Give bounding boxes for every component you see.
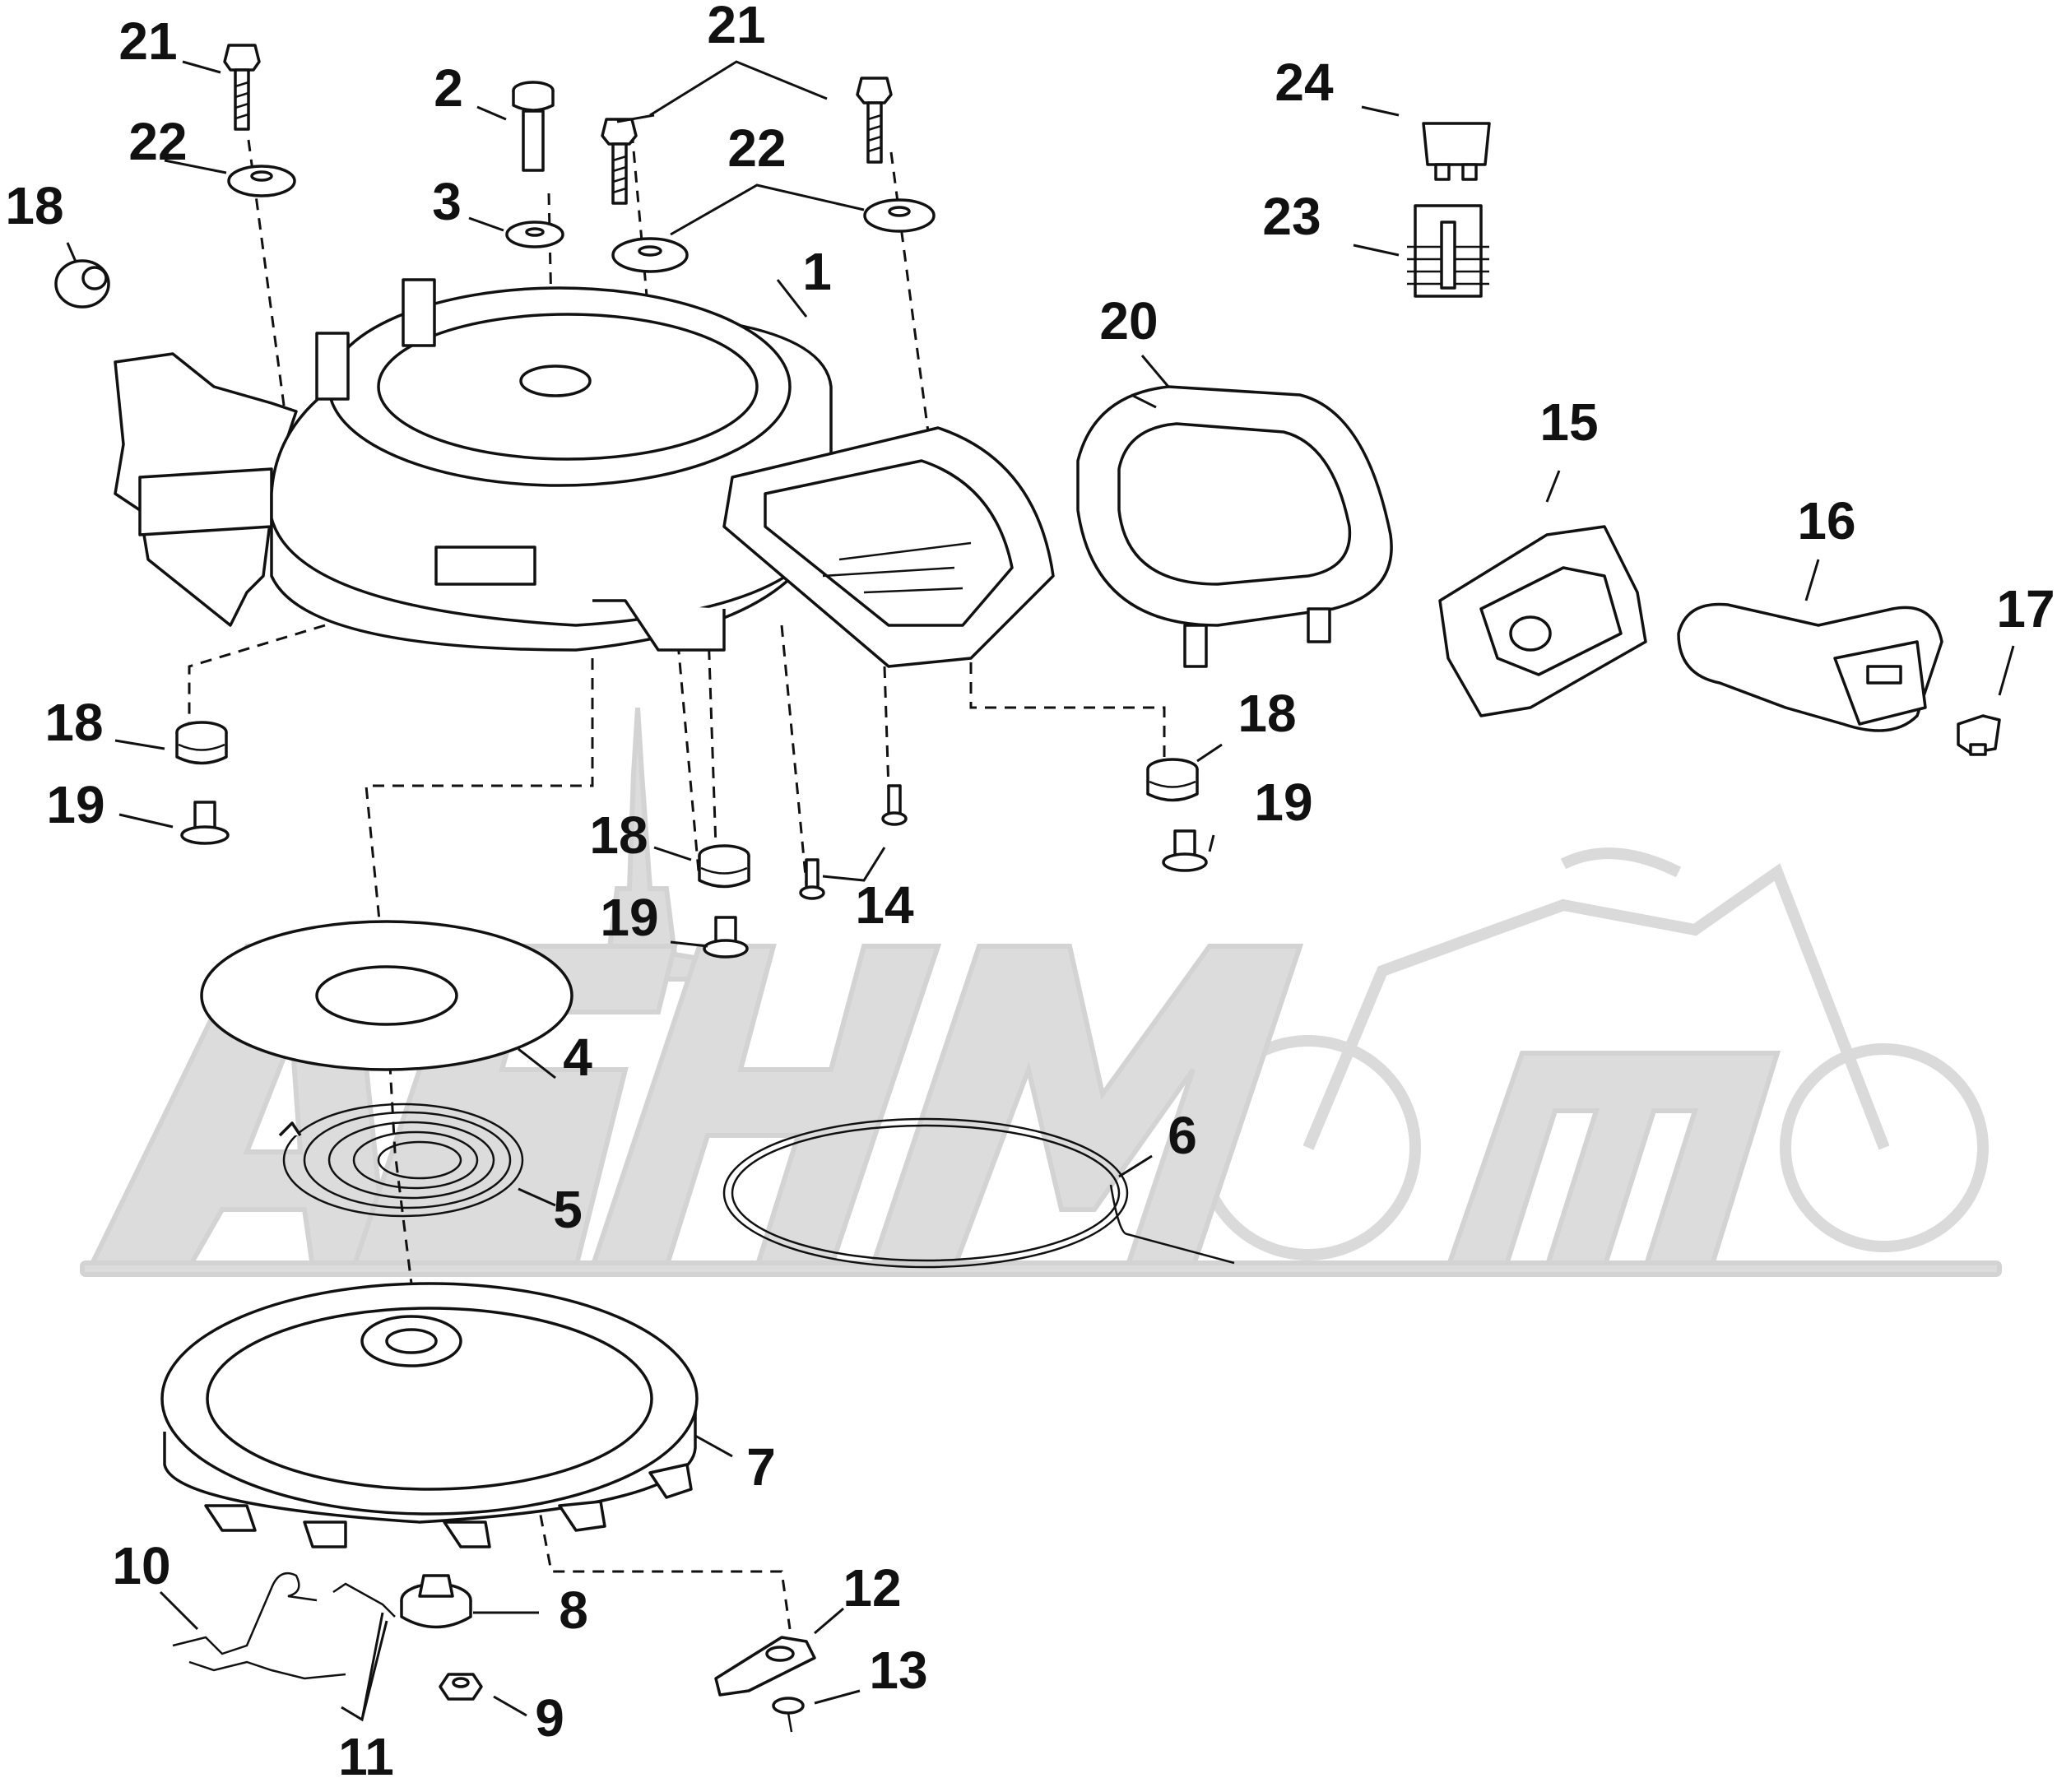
callout-19-left: 19 [46,775,104,834]
callout-5: 5 [553,1180,583,1239]
bolt-21-right [856,77,893,164]
callout-17: 17 [1996,579,2055,638]
bushing-19-left [180,801,230,845]
callout-22-left: 22 [128,112,187,171]
callout-9: 9 [535,1688,564,1748]
handle-insert-15 [1438,525,1647,717]
callout-15: 15 [1539,392,1598,452]
grommet-18-middle [698,844,750,889]
starter-rope-6 [722,1117,1235,1269]
ratchet-8 [400,1574,472,1629]
starter-housing-1 [114,278,1055,668]
callout-labels: 21 2 21 24 22 22 3 22 23 18 1 20 15 16 1… [5,0,2055,1786]
callout-19-right: 19 [1254,773,1312,832]
callout-12: 12 [843,1558,901,1618]
spring-wire-10 [172,1571,346,1680]
callout-16: 16 [1797,491,1855,550]
callout-7: 7 [746,1437,776,1497]
callout-1: 1 [802,242,832,301]
pulley-7 [160,1282,699,1548]
recoil-spring-5 [278,1103,524,1218]
callout-18-right: 18 [1237,684,1296,743]
spring-cover-4 [200,920,573,1071]
handle-frame-20 [1076,385,1393,668]
callout-6: 6 [1168,1106,1197,1165]
callout-24: 24 [1275,53,1334,112]
callout-2: 2 [434,58,463,118]
grommet-18-left [175,721,228,765]
callout-4: 4 [563,1028,592,1087]
bolt-21-left [223,44,261,131]
handle-grip-16 [1677,602,1943,732]
callout-19-middle: 19 [600,888,658,947]
clip-spring-11 [332,1582,396,1618]
retainer-13 [772,1697,805,1733]
callout-18-top-left: 18 [5,176,63,235]
grommet-18-top-left [54,259,110,309]
callout-3: 3 [432,172,462,231]
clip-17 [1957,714,2001,756]
bushing-19-right [1162,829,1208,872]
screws-14 [799,784,908,900]
callout-13: 13 [869,1641,927,1700]
callout-23: 23 [1262,187,1321,246]
nut-9 [439,1673,483,1701]
callout-14: 14 [855,875,914,935]
callout-18-left: 18 [44,693,103,752]
callout-21-top: 21 [707,0,765,54]
leader-lines [66,60,2015,1722]
callout-21-left: 21 [118,12,177,71]
callout-18-middle: 18 [589,805,648,865]
callout-11: 11 [338,1727,394,1786]
grommet-18-right [1146,758,1199,802]
callout-8: 8 [559,1581,588,1640]
screw-2 [512,81,555,172]
bushing-19-middle [703,916,749,959]
bolt-21-middle [601,118,638,205]
pawl-12 [714,1636,816,1697]
callout-20: 20 [1099,291,1158,351]
callout-22-right: 22 [727,118,786,178]
connector-23 [1407,204,1489,298]
connector-24 [1422,122,1491,181]
callout-10: 10 [112,1536,170,1595]
